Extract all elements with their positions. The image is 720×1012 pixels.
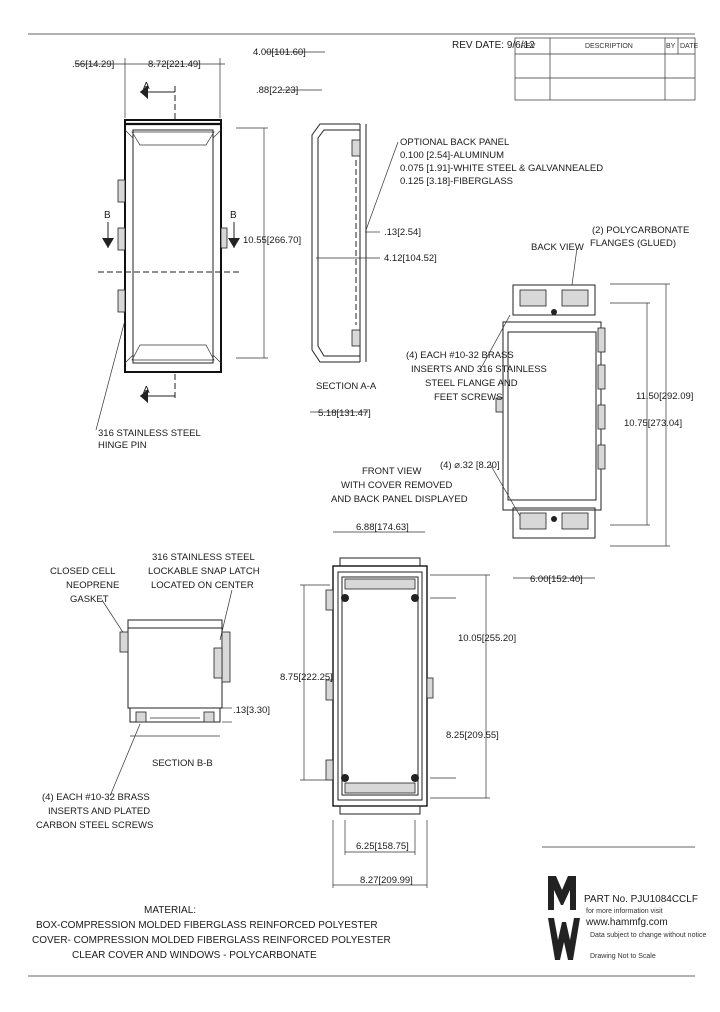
dim-600: 6.00[152.40] [530,574,583,585]
dim-400: 4.00[101.60] [253,47,306,58]
back-panel-line-1: OPTIONAL BACK PANEL [400,137,509,148]
hinge-pin-line-1: 316 STAINLESS STEEL [98,428,201,439]
scale-note: Drawing Not to Scale [590,953,656,960]
gasket-line-1: CLOSED CELL [50,566,115,577]
material-line-1: BOX-COMPRESSION MOLDED FIBERGLASS REINFO… [36,920,378,931]
back-panel-line-4: 0.125 [3.18]-FIBERGLASS [400,176,513,187]
dim-872: 8.72[221.49] [148,59,201,70]
snap-latch-line-2: LOCKABLE SNAP LATCH [148,566,260,577]
front-view-line-1: FRONT VIEW [362,466,421,477]
brass-inserts-line-4: FEET SCREWS [434,392,502,403]
dim-1055: 10.55[266.70] [243,235,301,246]
brass-inserts-line-1: (4) EACH #10-32 BRASS [406,350,514,361]
snap-latch-line-3: LOCATED ON CENTER [151,580,254,591]
material-heading: MATERIAL: [144,905,196,916]
material-line-3: CLEAR COVER AND WINDOWS - POLYCARBONATE [72,950,317,961]
data-notice: Data subject to change without notice [590,932,706,939]
website-link[interactable]: www.hammfg.com [585,917,668,928]
steel-screws-line-1: (4) EACH #10-32 BRASS [42,792,150,803]
dim-1150: 11.50[292.09] [636,391,693,402]
part-number: PART No. PJU1084CCLF [584,894,698,905]
back-view-label: BACK VIEW [531,242,584,253]
dim-688: 6.88[174.63] [356,522,409,533]
snap-latch-line-1: 316 STAINLESS STEEL [152,552,255,563]
dim-013b: .13[3.30] [233,705,270,716]
date-col-label: DATE [680,43,698,50]
dim-518: 5.18[131.47] [318,408,371,419]
dim-4hole: (4) ⌀.32 [8.20] [440,460,500,471]
section-bb-label: SECTION B-B [152,758,213,769]
steel-screws-line-2: INSERTS AND PLATED [48,806,150,817]
back-view: (2) POLYCARBONATE FLANGES (GLUED) BACK V… [406,225,693,585]
by-col-label: BY [666,43,676,50]
dim-412: 4.12[104.52] [384,253,437,264]
material-line-2: COVER- COMPRESSION MOLDED FIBERGLASS REI… [32,935,391,946]
label-b-right: B [230,210,237,221]
dim-013: .13[2.54] [384,227,421,238]
flanges-line-1: (2) POLYCARBONATE [592,225,689,236]
dim-1005: 10.05[255.20] [458,633,516,644]
dim-625: 6.25[158.75] [356,841,409,852]
flanges-line-2: FLANGES (GLUED) [590,238,676,249]
section-aa-view: 4.00[101.60] .88[22.23] OPTIONAL BACK PA… [253,47,603,419]
label-a-bottom: A [143,385,150,396]
dim-875: 8.75[222.25] [280,672,333,683]
rev-date: REV DATE: 9/6/12 [452,40,535,51]
label-b-left: B [104,210,111,221]
back-panel-line-3: 0.075 [1.91]-WHITE STEEL & GALVANNEALED [400,163,603,174]
part-block: PART No. PJU1084CCLF for more informatio… [542,846,706,960]
revision-block: REV DATE: 9/6/12 REV DESCRIPTION BY DATE [452,37,698,101]
gasket-line-3: GASKET [70,594,109,605]
section-bb-view: CLOSED CELL NEOPRENE GASKET 316 STAINLES… [36,552,270,831]
material-note: MATERIAL: BOX-COMPRESSION MOLDED FIBERGL… [32,905,391,961]
hinge-pin-line-2: HINGE PIN [98,440,147,451]
hammond-logo [548,876,580,960]
dim-827: 8.27[209.99] [360,875,413,886]
dim-825: 8.25[209.55] [446,730,499,741]
gasket-line-2: NEOPRENE [66,580,119,591]
front-view: FRONT VIEW WITH COVER REMOVED AND BACK P… [280,466,516,888]
info-text: for more information visit [586,908,663,915]
dim-1075: 10.75[273.04] [624,418,682,429]
label-a-top: A [143,81,150,92]
rev-col-label: REV [521,43,536,50]
dim-088: .88[22.23] [256,85,298,96]
brass-inserts-line-3: STEEL FLANGE AND [425,378,518,389]
front-view-line-3: AND BACK PANEL DISPLAYED [331,494,468,505]
dim-056: .56[14.29] [72,59,114,70]
desc-col-label: DESCRIPTION [585,43,633,50]
front-view-line-2: WITH COVER REMOVED [341,480,453,491]
section-aa-label: SECTION A-A [316,381,377,392]
brass-inserts-line-2: INSERTS AND 316 STAINLESS [411,364,547,375]
top-left-view: .56[14.29] 8.72[221.49] A B B A [72,58,301,451]
back-panel-line-2: 0.100 [2.54]-ALUMINUM [400,150,504,161]
steel-screws-line-3: CARBON STEEL SCREWS [36,820,153,831]
